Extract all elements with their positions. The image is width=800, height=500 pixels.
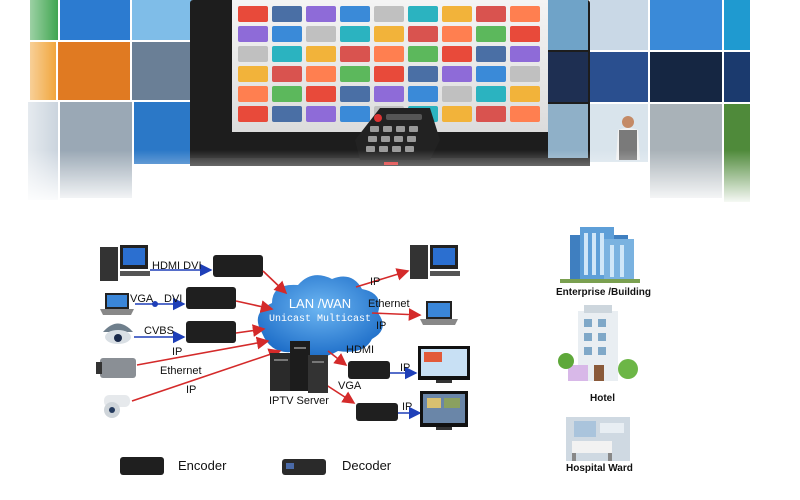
- channel-thumbnail: [272, 26, 302, 42]
- channel-thumbnail: [442, 26, 472, 42]
- channel-thumbnail: [374, 26, 404, 42]
- channel-thumbnail: [442, 46, 472, 62]
- channel-thumbnail: [374, 66, 404, 82]
- iptv-server-label: IPTV Server: [269, 395, 329, 407]
- channel-thumbnail: [272, 46, 302, 62]
- link-label-vga-out: VGA: [338, 380, 362, 392]
- link-label-ip-right-2: IP: [376, 320, 387, 332]
- enterprise-building-icon: [560, 227, 640, 283]
- channel-thumbnail: [238, 46, 268, 62]
- channel-thumbnail: [408, 26, 438, 42]
- encoder-device-1: [213, 255, 263, 277]
- iptv-server-icon: [270, 341, 328, 393]
- channel-thumbnail: [476, 106, 506, 122]
- channel-thumbnail: [272, 106, 302, 122]
- channel-thumbnail: [306, 106, 336, 122]
- link-label-ip-right-1: IP: [370, 276, 381, 288]
- right-wall-tiles: [548, 0, 750, 202]
- channel-thumbnail: [374, 6, 404, 22]
- link-label-ip-out-1: IP: [400, 362, 411, 374]
- channel-thumbnail: [442, 86, 472, 102]
- tv-display-icon-2: [420, 391, 468, 430]
- channel-thumbnail: [272, 6, 302, 22]
- channel-thumbnail: [238, 86, 268, 102]
- encoder-device-3: [186, 321, 236, 343]
- lan-wan-cloud: [257, 275, 383, 357]
- channel-thumbnail: [340, 46, 370, 62]
- legend-decoder-label: Decoder: [342, 458, 392, 473]
- channel-thumbnail: [408, 46, 438, 62]
- encoder-device-2: [186, 287, 236, 309]
- channel-thumbnail: [306, 46, 336, 62]
- ptz-camera-icon: [104, 395, 130, 418]
- decoder-device-2: [356, 403, 398, 421]
- channel-thumbnail: [442, 66, 472, 82]
- tv-display-icon-1: [418, 346, 470, 383]
- channel-thumbnail: [272, 66, 302, 82]
- channel-thumbnail: [374, 46, 404, 62]
- cloud-subtitle: Unicast Multicast: [268, 314, 372, 325]
- channel-thumbnail: [476, 86, 506, 102]
- link-label-hdmi-out: HDMI: [346, 344, 375, 356]
- hospital-ward-icon: [566, 417, 630, 461]
- channel-thumbnail: [510, 86, 540, 102]
- decoder-device-1: [348, 361, 390, 379]
- channel-thumbnail: [476, 66, 506, 82]
- channel-thumbnail: [306, 86, 336, 102]
- link-label-dvi: DVI: [164, 293, 183, 305]
- channel-thumbnail: [408, 66, 438, 82]
- link-label-cvbs: CVBS: [144, 325, 174, 337]
- laptop-destination-icon: [420, 301, 458, 325]
- channel-thumbnail: [340, 66, 370, 82]
- channel-thumbnail: [238, 6, 268, 22]
- channel-thumbnail: [238, 106, 268, 122]
- channel-thumbnail: [306, 66, 336, 82]
- hotel-building-icon: [558, 305, 638, 381]
- channel-thumbnail: [340, 6, 370, 22]
- cloud-title: LAN /WAN: [288, 296, 352, 311]
- channel-thumbnail: [476, 26, 506, 42]
- channel-thumbnail: [408, 6, 438, 22]
- channel-thumbnail: [340, 106, 370, 122]
- channel-thumbnail: [306, 6, 336, 22]
- venue-label-hotel: Hotel: [590, 393, 615, 404]
- link-label-ip-left-2: IP: [186, 384, 197, 396]
- link-label-ip-left: IP: [172, 346, 183, 358]
- channel-thumbnail: [408, 86, 438, 102]
- channel-thumbnail: [272, 86, 302, 102]
- channel-thumbnail: [238, 66, 268, 82]
- legend-encoder-icon: [120, 457, 164, 475]
- pc-destination-icon: [410, 245, 460, 279]
- link-label-ethernet-left: Ethernet: [160, 365, 202, 377]
- legend-encoder-label: Encoder: [178, 458, 227, 473]
- channel-thumbnail: [476, 46, 506, 62]
- pc-source-icon: [100, 245, 150, 281]
- channel-thumbnail: [476, 6, 506, 22]
- channel-thumbnail: [238, 26, 268, 42]
- channel-thumbnail: [340, 26, 370, 42]
- channel-thumbnail: [510, 106, 540, 122]
- link-label-vga: VGA: [130, 293, 154, 305]
- dome-camera-icon: [103, 323, 133, 344]
- box-camera-icon: [96, 358, 136, 378]
- channel-thumbnail: [340, 86, 370, 102]
- link-label-hdmi-dvi: HDMI DVI: [152, 260, 202, 272]
- channel-thumbnail: [374, 86, 404, 102]
- channel-thumbnail: [306, 26, 336, 42]
- video-wall-illustration: [0, 0, 800, 205]
- channel-thumbnail: [442, 106, 472, 122]
- channel-thumbnail: [510, 66, 540, 82]
- link-label-ethernet-right: Ethernet: [368, 298, 410, 310]
- channel-thumbnail: [442, 6, 472, 22]
- venue-label-enterprise: Enterprise /Building: [556, 287, 652, 298]
- video-wall-banner: [0, 0, 800, 205]
- iptv-network-diagram: [96, 227, 640, 475]
- channel-thumbnail: [510, 46, 540, 62]
- laptop-source-icon: [100, 293, 134, 315]
- venue-label-hospital: Hospital Ward: [566, 463, 633, 474]
- channel-thumbnail: [510, 26, 540, 42]
- channel-thumbnail: [510, 6, 540, 22]
- link-label-ip-out-2: IP: [402, 401, 413, 413]
- remote-control: [355, 108, 440, 160]
